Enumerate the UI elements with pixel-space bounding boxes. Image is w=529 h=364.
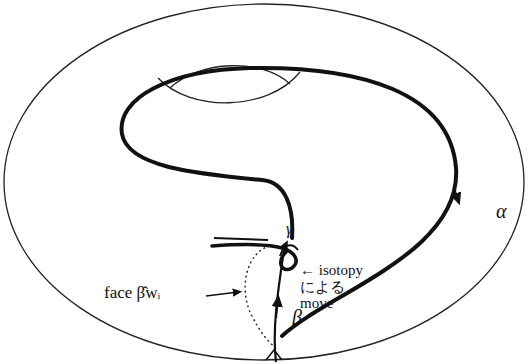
curve-label: γ (286, 220, 292, 238)
curve-label: α (496, 200, 507, 222)
annotation-label: ← isotopy による move (300, 262, 380, 312)
face-label: face β̂wᵢ (104, 284, 160, 303)
